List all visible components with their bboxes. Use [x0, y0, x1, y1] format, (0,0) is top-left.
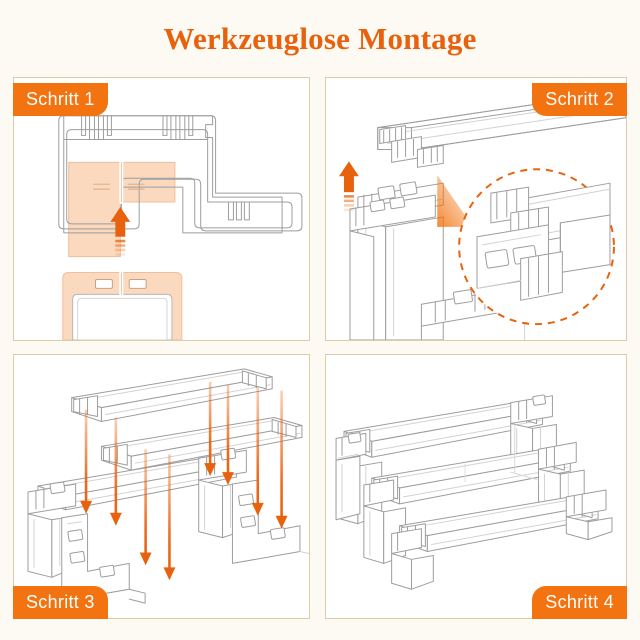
step-4-illustration — [326, 355, 626, 618]
step-1-panel — [13, 77, 310, 341]
page-title: Werkzeuglose Montage — [163, 21, 477, 56]
step-3-panel — [13, 354, 310, 619]
step-2-panel — [325, 77, 627, 341]
step-2-badge: Schritt 2 — [532, 83, 627, 116]
step-4-panel — [325, 354, 627, 619]
step-4-badge: Schritt 4 — [532, 586, 627, 619]
magnifier-circle — [458, 168, 615, 326]
step-3-illustration — [14, 355, 309, 618]
up-arrow-glyph — [110, 207, 131, 256]
magnifier-cone — [437, 175, 474, 227]
step-3-badge: Schritt 3 — [13, 586, 108, 619]
step-1-badge: Schritt 1 — [13, 83, 108, 116]
down-arrow-group — [80, 381, 288, 581]
step-2-illustration — [326, 78, 626, 340]
up-arrow-glyph — [339, 161, 359, 212]
step-1-illustration — [14, 78, 309, 340]
